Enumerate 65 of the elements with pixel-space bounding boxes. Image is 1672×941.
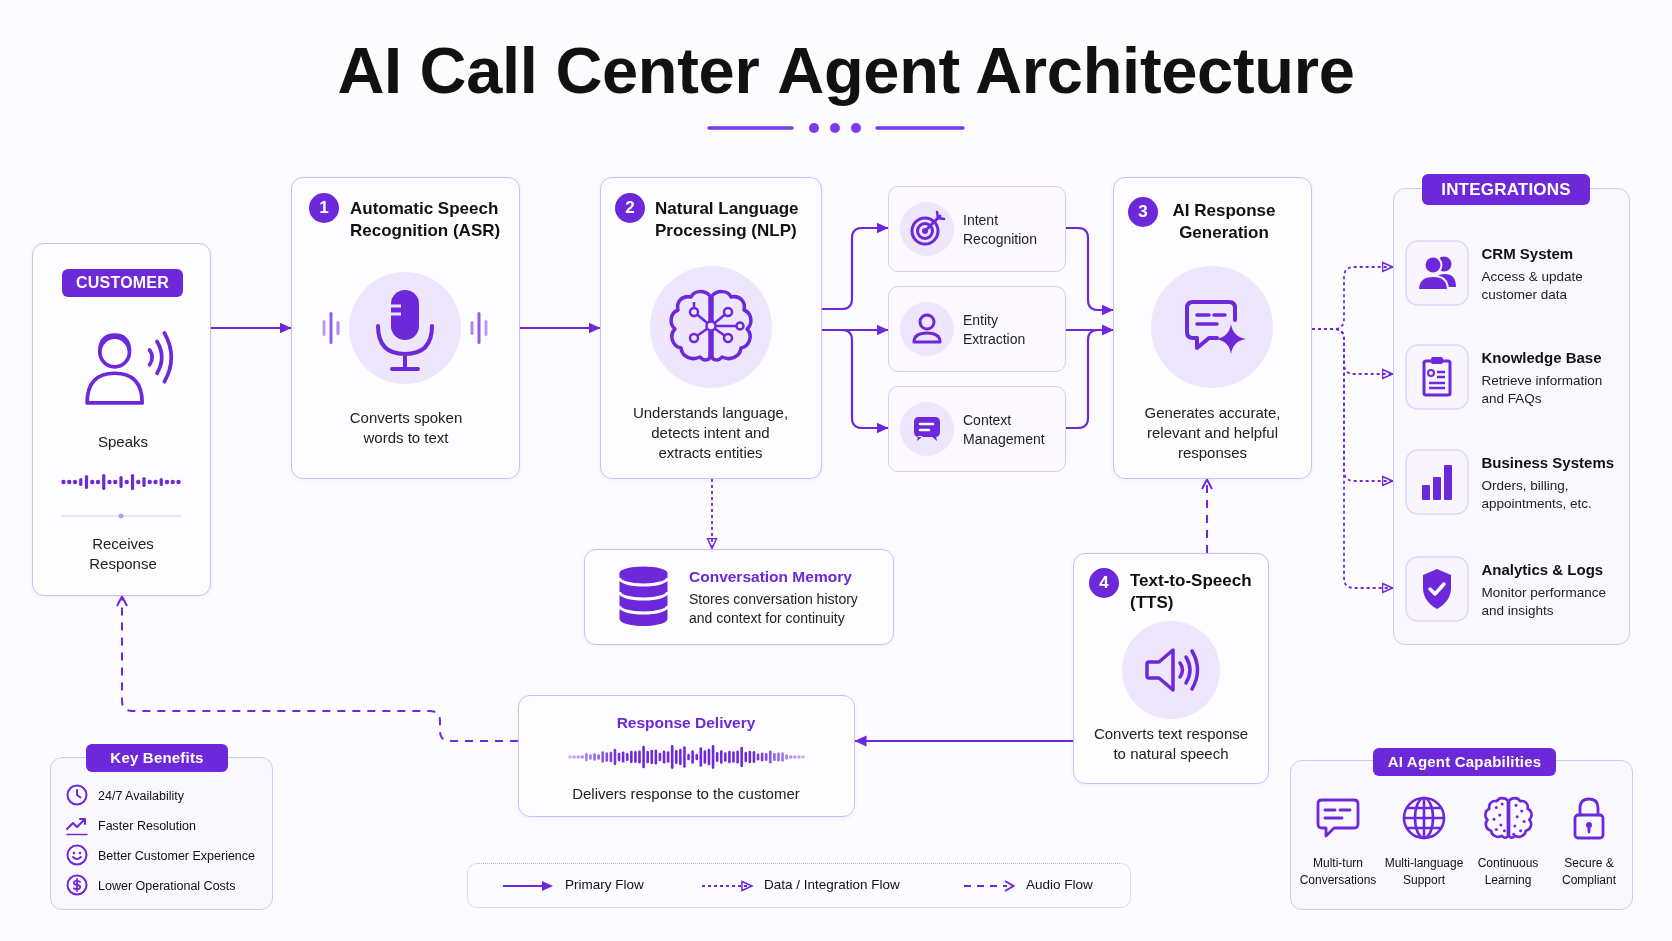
capability-text: Multi-turn Conversations [1298,855,1378,889]
item-description: Monitor performance and insights [1481,583,1608,620]
card-text: Receives Response [88,534,158,574]
subprocess-card [888,286,1066,372]
process-card [600,177,822,479]
capability-text: Secure & Compliant [1561,855,1617,889]
capability-text: Multi-language Support [1384,855,1464,889]
benefit-text: 24/7 Availability [98,788,185,804]
section-tag: INTEGRATIONS [1422,174,1590,205]
item-description: Retrieve information and FAQs [1481,371,1604,408]
item-description: Orders, billing, appointments, etc. [1481,476,1593,513]
item-heading: Analytics & Logs [1481,559,1605,580]
card-description: Delivers response to the customer [571,784,801,804]
step-number: 1 [309,193,339,223]
card-text: Speaks [96,432,149,452]
card-heading: AI Response Generation [1171,200,1277,244]
subprocess-card [888,386,1066,472]
card-text: Entity Extraction [963,311,1027,349]
card-heading: Automatic Speech Recognition (ASR) [350,198,502,242]
card-description: Converts text response to natural speech [1092,724,1250,764]
step-number: 2 [615,193,645,223]
card-heading: Conversation Memory [689,567,853,587]
dashed-arrow [1201,478,1213,554]
dashed-arrow [116,595,519,742]
step-number: 4 [1089,568,1119,598]
process-card [1113,177,1312,479]
benefit-text: Better Customer Experience [98,848,256,864]
legend-label: Primary Flow [565,876,644,894]
arrow [854,735,1073,747]
legend-label: Audio Flow [1026,876,1093,894]
dashed-arrow [706,478,718,550]
item-heading: Knowledge Base [1481,347,1603,368]
customer-panel [32,243,211,596]
section-tag: CUSTOMER [62,269,183,297]
card-text: Intent Recognition [963,211,1038,249]
dashed-arrow [1311,328,1394,594]
item-description: Access & update customer data [1481,267,1584,304]
memory-card [584,549,894,645]
item-heading: CRM System [1481,243,1575,264]
card-heading: Response Delivery [615,713,757,733]
arrow [520,322,601,334]
card-description: Stores conversation history and context for continuity [689,590,859,628]
capability-text: Continuous Learning [1476,855,1540,889]
card-description: Generates accurate, relevant and helpful responses [1143,403,1282,463]
card-description: Understands language, detects intent and extracts entities [631,403,790,463]
arrow [1066,226,1114,316]
section-tag: AI Agent Capabilities [1373,748,1556,776]
process-card [1073,553,1269,784]
benefit-text: Lower Operational Costs [98,878,237,894]
card-description: Converts spoken words to text [348,408,464,448]
card-heading: Text-to-Speech (TTS) [1130,570,1253,614]
subprocess-card [888,186,1066,272]
process-card [291,177,520,479]
step-number: 3 [1128,197,1158,227]
arrow [1066,324,1114,430]
section-tag: Key Benefits [86,744,228,772]
legend-label: Data / Integration Flow [764,876,900,894]
item-heading: Business Systems [1481,452,1616,473]
benefit-text: Faster Resolution [98,818,197,834]
arrow [822,222,889,311]
delivery-card [518,695,855,817]
card-text: Context Management [963,411,1046,449]
arrow [211,322,292,334]
arrow [822,328,889,434]
card-heading: Natural Language Processing (NLP) [655,198,800,242]
